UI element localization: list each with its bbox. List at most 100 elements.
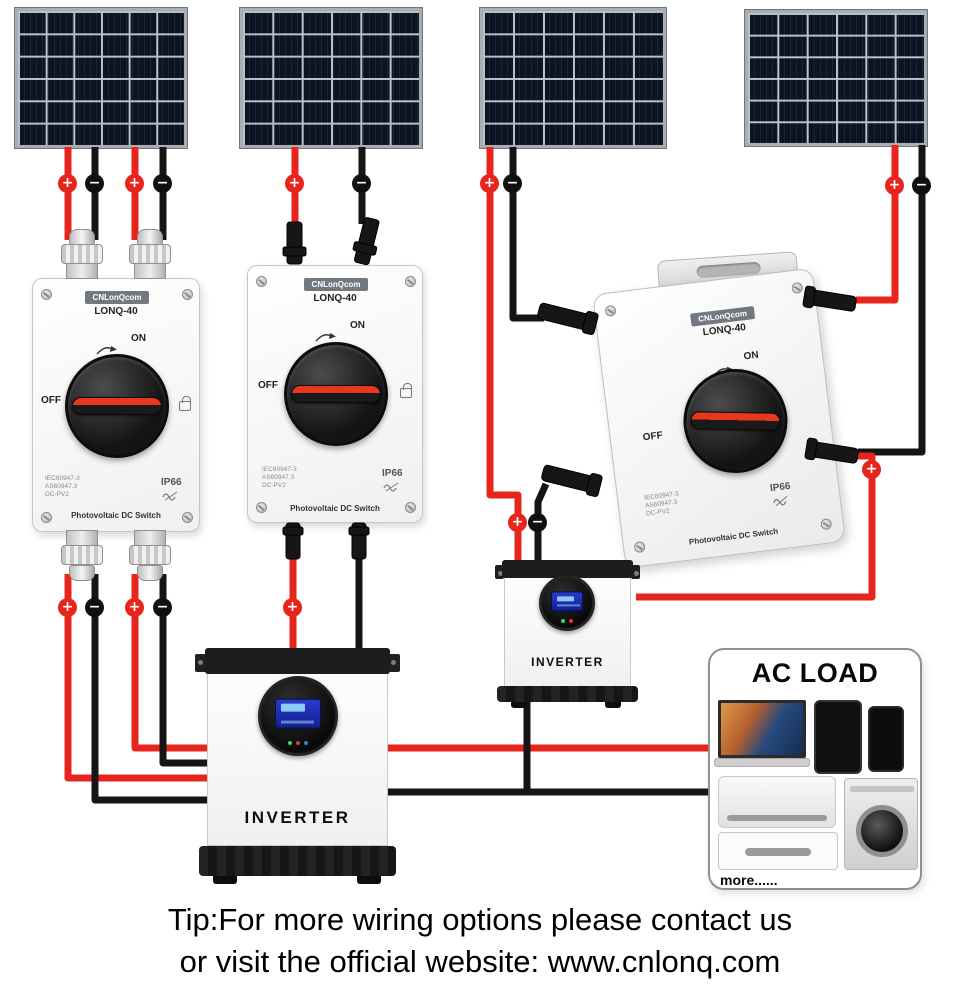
mounting-ear — [388, 654, 400, 672]
rotary-knob — [65, 354, 169, 458]
ip-rating: IP66 — [161, 477, 182, 488]
wire-pv3-positive — [486, 147, 522, 572]
cable-gland — [128, 229, 172, 279]
indicator-lights — [288, 741, 308, 745]
knob-handle — [690, 411, 781, 431]
washing-machine-image — [844, 778, 918, 870]
product-label: Photovoltaic DC Switch — [688, 526, 779, 547]
dc-switch-2: CNLonQcom LONQ-40 ON OFF IEC60947-3 AS60… — [247, 265, 423, 523]
screw-icon — [405, 502, 416, 513]
rotary-knob — [284, 342, 388, 446]
inverter-label: INVERTER — [244, 808, 351, 827]
more-label: more...... — [720, 872, 778, 888]
negative-connector-badge: − — [85, 598, 104, 617]
inverter-foot — [511, 702, 527, 708]
positive-connector-badge: + — [125, 598, 144, 617]
switch-body: CNLonQcom LONQ-40 ON OFF IEC60947-3 AS60… — [592, 267, 846, 569]
on-arrow-icon — [96, 346, 117, 355]
wire-pv4-positive — [856, 145, 899, 304]
screw-icon — [256, 276, 267, 287]
isolator-symbol-icon — [773, 495, 788, 507]
mc4-connector — [282, 221, 307, 265]
screw-icon — [41, 512, 52, 523]
inverter-base — [497, 686, 638, 702]
negative-connector-badge: − — [528, 513, 547, 532]
wire-pv3-negative — [509, 147, 544, 322]
product-label: Photovoltaic DC Switch — [290, 504, 380, 513]
negative-connector-badge: − — [153, 598, 172, 617]
certification-text: IEC60947-3 AS60947.3 DC-PV2 — [643, 490, 680, 518]
ac-load-panel: AC LOAD more...... — [708, 648, 922, 890]
mc4-connector — [348, 522, 370, 560]
off-label: OFF — [258, 380, 278, 391]
inverter-large: INVERTER — [195, 648, 400, 888]
isolator-symbol-icon — [162, 491, 178, 501]
cable-gland — [60, 530, 104, 581]
mounting-ear — [495, 565, 504, 579]
screw-icon — [182, 289, 193, 300]
mc4-connector — [352, 217, 380, 266]
off-label: OFF — [642, 430, 664, 444]
phone-image — [868, 706, 904, 772]
screw-icon — [182, 512, 193, 523]
positive-connector-badge: + — [885, 176, 904, 195]
inverter-display — [258, 676, 338, 756]
knob-handle — [72, 397, 162, 415]
certification-text: IEC60947-3 AS60947.3 DC-PV2 — [262, 466, 297, 489]
brand-badge: CNLonQcom — [304, 278, 368, 291]
on-label: ON — [350, 320, 365, 331]
indicator-lights — [561, 619, 573, 623]
screw-icon — [405, 276, 416, 287]
screw-icon — [256, 502, 267, 513]
solar-panel-4 — [744, 9, 928, 147]
inverter-top-bar — [205, 648, 390, 674]
positive-connector-badge: + — [480, 174, 499, 193]
inverter-base — [199, 846, 396, 876]
tablet-image — [814, 700, 862, 774]
screw-icon — [604, 304, 617, 318]
rotary-knob — [677, 363, 794, 479]
ip-rating: IP66 — [382, 468, 403, 479]
ac-load-title: AC LOAD — [751, 658, 879, 688]
on-label: ON — [743, 349, 760, 363]
cabinet-image — [718, 832, 838, 870]
air-conditioner-image — [718, 776, 836, 828]
dc-switch-3: CNLonQcom LONQ-40 ON OFF IEC60947-3 AS60… — [592, 251, 846, 569]
on-label: ON — [131, 333, 146, 344]
mc4-connector — [541, 464, 603, 498]
laptop-base — [714, 758, 810, 767]
positive-connector-badge: + — [508, 513, 527, 532]
positive-connector-badge: + — [283, 598, 302, 617]
solar-panel-1 — [14, 7, 188, 149]
inverter-foot — [357, 876, 381, 884]
screw-icon — [41, 289, 52, 300]
positive-connector-badge: + — [58, 598, 77, 617]
model-label: LONQ-40 — [313, 293, 357, 304]
positive-connector-badge: + — [285, 174, 304, 193]
dc-switch-1: CNLonQcom LONQ-40 ON OFF IEC60947-3 AS60… — [32, 229, 200, 581]
negative-connector-badge: − — [503, 174, 522, 193]
positive-connector-badge: + — [58, 174, 77, 193]
cable-gland — [128, 530, 172, 581]
negative-connector-badge: − — [912, 176, 931, 195]
lock-icon — [179, 396, 191, 411]
laptop-image — [718, 700, 806, 758]
negative-connector-badge: − — [85, 174, 104, 193]
knob-handle — [291, 385, 381, 403]
brand-badge: CNLonQcom — [85, 291, 149, 304]
screw-icon — [791, 281, 804, 295]
cable-gland — [60, 229, 104, 279]
tip-line-1: Tip:For more wiring options please conta… — [167, 902, 793, 937]
positive-connector-badge: + — [125, 174, 144, 193]
isolator-symbol-icon — [383, 482, 399, 492]
on-arrow-icon — [315, 333, 336, 342]
inverter-small: INVERTER — [495, 560, 640, 710]
lcd-screen — [275, 698, 321, 729]
positive-connector-badge: + — [862, 460, 881, 479]
ip-rating: IP66 — [769, 480, 792, 495]
lock-icon — [400, 383, 412, 398]
inverter-label: INVERTER — [531, 655, 604, 669]
off-label: OFF — [41, 395, 61, 406]
inverter-foot — [605, 702, 621, 708]
